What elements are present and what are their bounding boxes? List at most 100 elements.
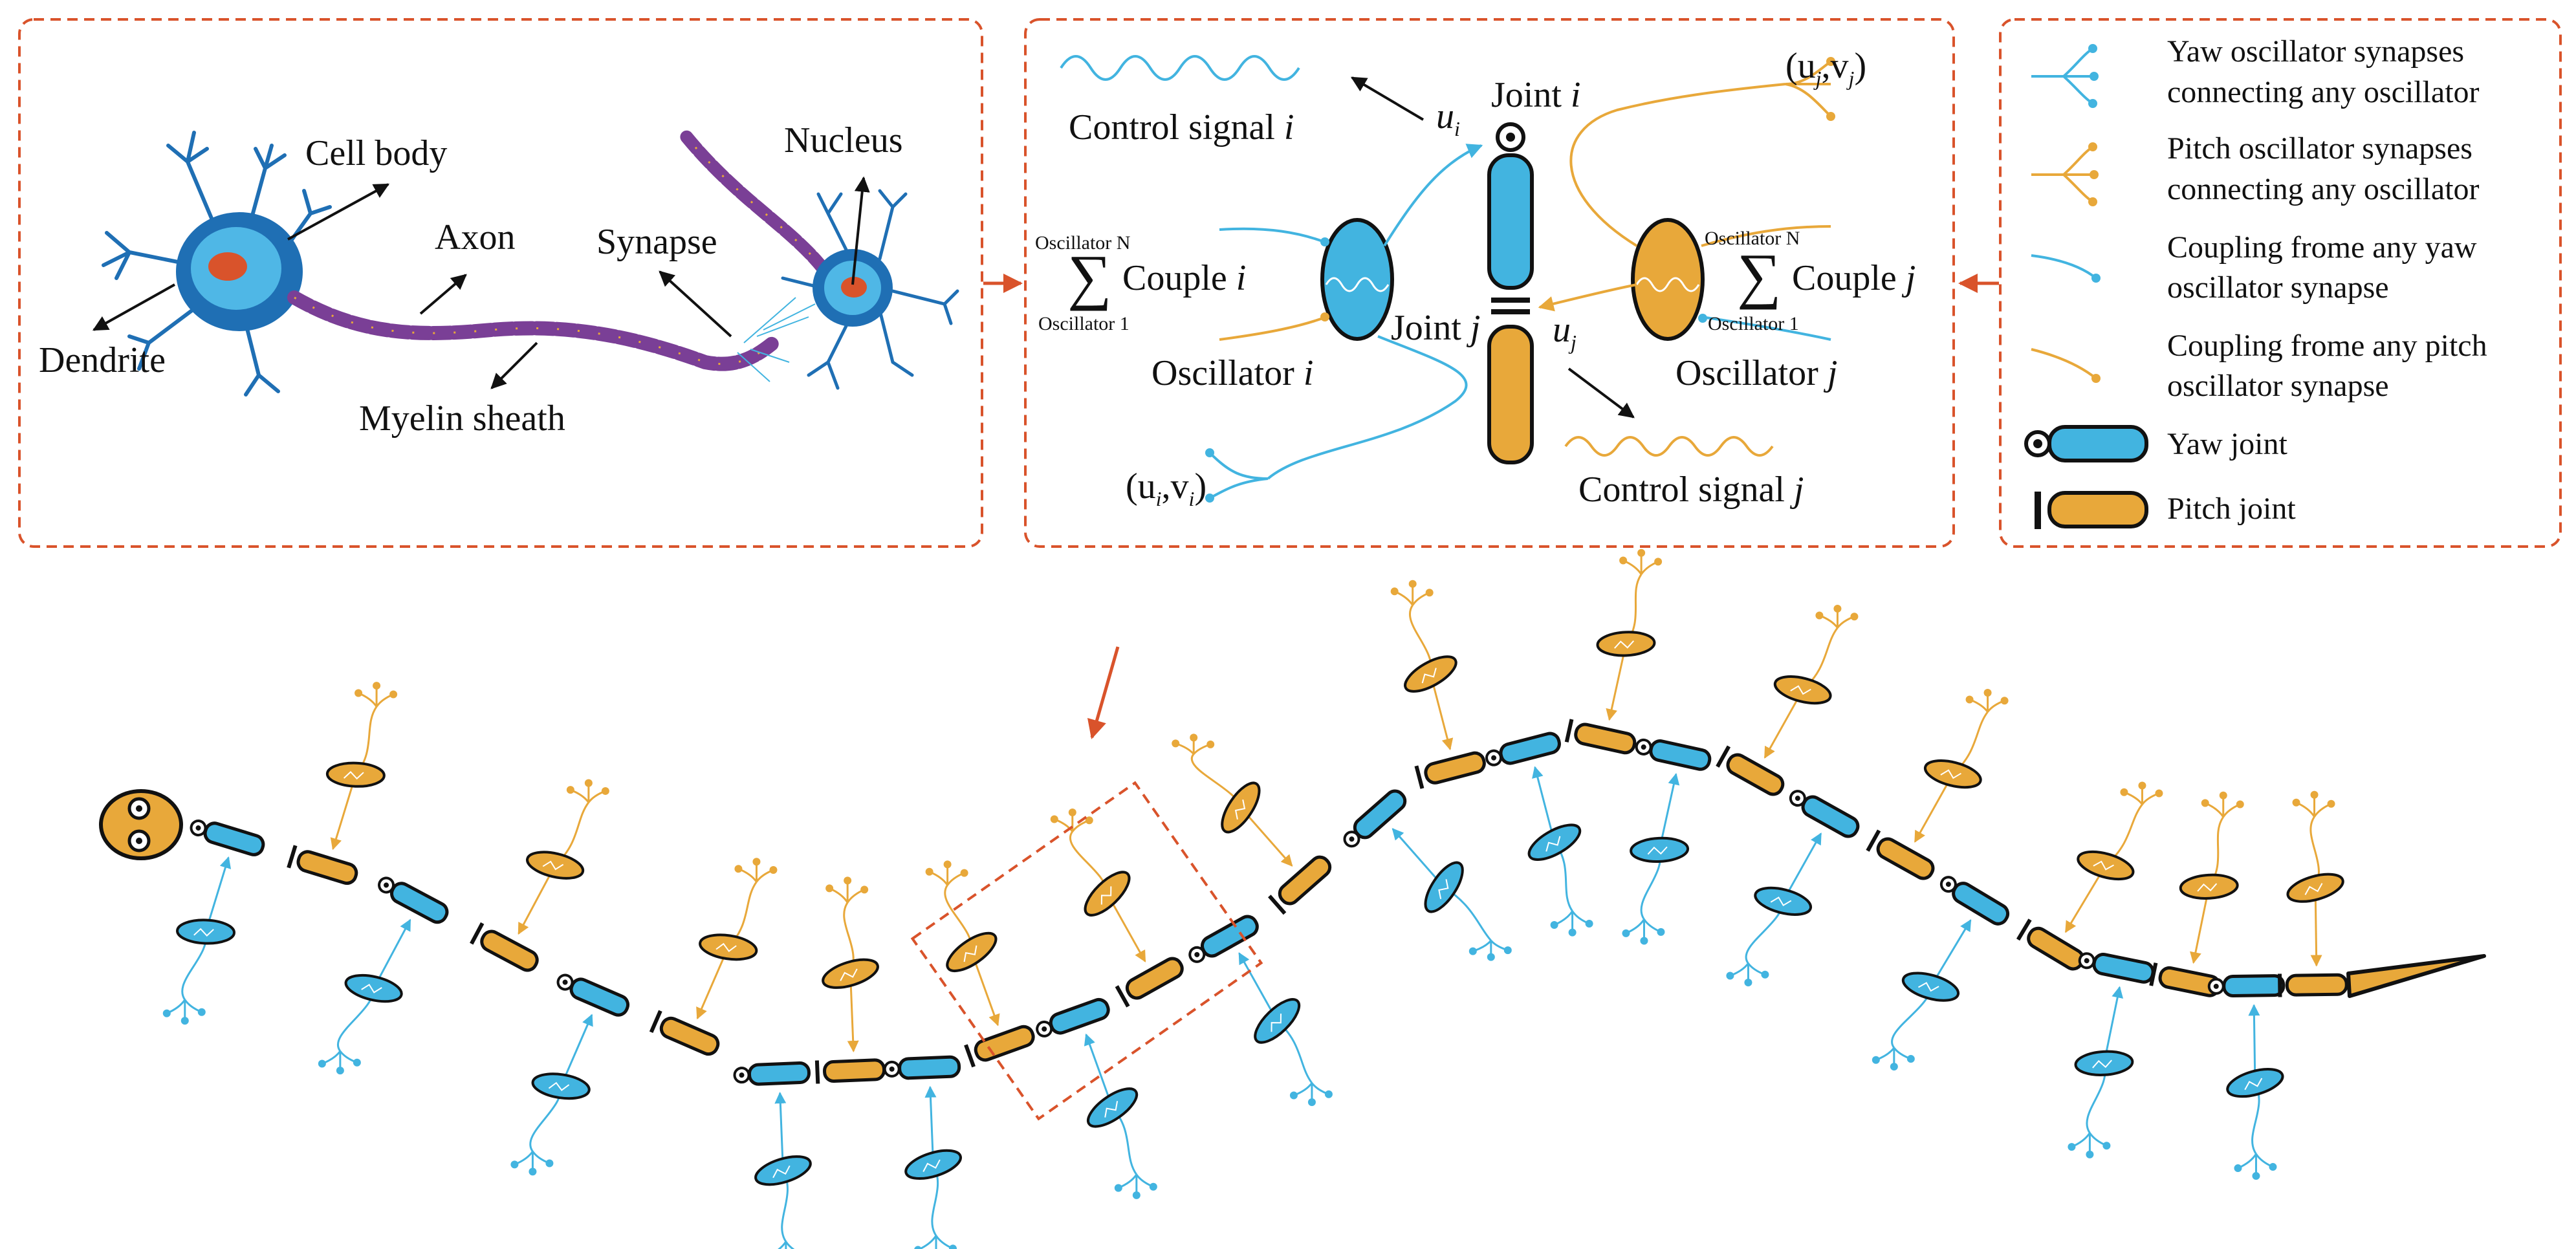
axon-label: Axon xyxy=(435,217,515,257)
yaw-oscillator xyxy=(318,918,411,1075)
sum-i-top: Oscillator N xyxy=(1035,232,1130,254)
nucleus-label: Nucleus xyxy=(784,120,903,160)
yaw-oscillator xyxy=(1392,828,1512,961)
oscillator-i-label: Oscillator i xyxy=(1152,353,1313,393)
snake-tail xyxy=(2346,954,2486,998)
axon-myelin xyxy=(287,290,780,371)
pitch-oscillator xyxy=(822,876,879,1052)
legend-item-4-line1: Coupling frome any pitch xyxy=(2167,329,2487,363)
pitch-oscillator xyxy=(1763,604,1859,759)
pitch-segment xyxy=(1115,957,1184,1008)
yaw-segment xyxy=(2207,974,2286,998)
oscillator-i xyxy=(1320,218,1394,341)
pitch-segment xyxy=(1866,829,1935,880)
snake-robot xyxy=(99,548,2486,1249)
panel-frames xyxy=(18,18,2562,548)
sigma-j: ∑ xyxy=(1737,241,1781,310)
dendrite-label: Dendrite xyxy=(39,340,166,380)
pitch-joint-icon xyxy=(1268,895,1287,915)
pitch-joint-icon xyxy=(964,1044,976,1068)
yaw-oscillator xyxy=(1084,1033,1157,1199)
pitch-oscillator xyxy=(1050,808,1146,962)
pitch-segment xyxy=(1268,855,1332,915)
detail-highlight-box xyxy=(910,781,1263,1121)
arrow-ui-to-control xyxy=(1350,76,1424,121)
cell-body-right xyxy=(813,249,893,327)
yaw-segment xyxy=(1485,732,1561,766)
pitch-oscillator xyxy=(2179,791,2244,964)
yaw-oscillator xyxy=(1726,832,1822,987)
yaw-link xyxy=(1487,153,1534,290)
yaw-oscillator xyxy=(2068,986,2134,1158)
pitch-oscillator xyxy=(2286,790,2344,967)
control-signal-i-label: Control signal i xyxy=(1069,107,1294,147)
pitch-segment xyxy=(649,1010,720,1056)
yaw-segment xyxy=(733,1061,811,1086)
joint-panel-frame xyxy=(1024,18,1955,548)
legend-yaw-synapse-icon xyxy=(2031,44,2099,108)
oscillator-j xyxy=(1631,218,1705,341)
pitch-segment xyxy=(964,1025,1035,1068)
control-signal-j-label: Control signal j xyxy=(1578,470,1804,510)
pitch-segment xyxy=(1716,745,1785,796)
pitch-joint-icon xyxy=(1115,985,1130,1008)
joint-j-label: Joint j xyxy=(1391,308,1480,348)
legend-yaw-joint-icon xyxy=(2024,425,2148,462)
control-signal-wave-i xyxy=(1060,55,1300,81)
pitch-oscillator xyxy=(1390,580,1457,750)
pitch-segment xyxy=(814,1058,886,1084)
dendrites-right xyxy=(781,189,959,390)
pitch-joint-icon xyxy=(649,1010,662,1034)
legend: Yaw oscillator synapses connecting any o… xyxy=(2024,34,2487,529)
pitch-segment xyxy=(470,922,539,972)
neuron-panel-frame xyxy=(18,18,983,548)
pitch-joint-icon xyxy=(287,845,298,869)
myelin-sheath-label: Myelin sheath xyxy=(359,398,565,439)
pitch-oscillator xyxy=(696,858,778,1020)
yaw-segment xyxy=(556,973,630,1017)
oscillator-j-label: Oscillator j xyxy=(1675,353,1837,393)
legend-pitch-joint-icon xyxy=(2035,491,2148,529)
synapse-label: Synapse xyxy=(596,222,717,262)
pitch-segment xyxy=(287,845,358,885)
pitch-joint-icon xyxy=(1414,765,1424,789)
pitch-joint-icon xyxy=(1866,829,1881,852)
arrow-to-snake-detail xyxy=(1087,646,1120,739)
arrow-uj-to-control xyxy=(1567,367,1635,418)
legend-item-3-line1: Coupling frome any yaw xyxy=(2167,230,2477,265)
pitch-segment xyxy=(2016,918,2085,971)
pitch-joint-icon xyxy=(2149,962,2158,986)
neuron-label-arrows xyxy=(92,176,870,389)
pitch-joint-bar-2 xyxy=(1491,309,1530,314)
sigma-i: ∑ xyxy=(1067,242,1111,311)
synapse-branches xyxy=(737,297,816,382)
pitch-oscillator xyxy=(1172,733,1293,867)
pitch-oscillator xyxy=(325,682,398,851)
joint-i-label: Joint i xyxy=(1491,75,1580,115)
yaw-segment xyxy=(190,820,265,856)
yaw-oscillator xyxy=(754,1092,812,1249)
uv-i-label: (ui,vi) xyxy=(1126,466,1206,510)
yaw-oscillator xyxy=(162,856,235,1025)
panel-connectors xyxy=(983,274,1999,739)
cell-body-label: Cell body xyxy=(305,133,447,173)
pitch-joint-icon xyxy=(470,922,485,945)
u-i-label: ui xyxy=(1436,96,1460,140)
yaw-oscillator xyxy=(1872,919,1972,1071)
pitch-oscillator xyxy=(1596,548,1663,721)
couple-i-label: Couple i xyxy=(1122,258,1246,298)
yaw-segment xyxy=(1635,738,1712,771)
yaw-segment xyxy=(378,876,449,924)
pitch-segment xyxy=(1564,719,1637,755)
pitch-oscillator xyxy=(518,779,609,935)
couplings-j xyxy=(1538,57,1835,341)
nucleus-left xyxy=(208,252,247,281)
snake-head xyxy=(99,789,183,860)
legend-item-1-line2: connecting any oscillator xyxy=(2167,75,2480,109)
yaw-oscillator xyxy=(1238,952,1333,1107)
couple-j-label: Couple j xyxy=(1792,258,1916,298)
legend-item-3-line2: oscillator synapse xyxy=(2167,270,2389,305)
legend-pitch-coupling-icon xyxy=(2031,348,2101,383)
pitch-oscillator xyxy=(925,860,1000,1026)
